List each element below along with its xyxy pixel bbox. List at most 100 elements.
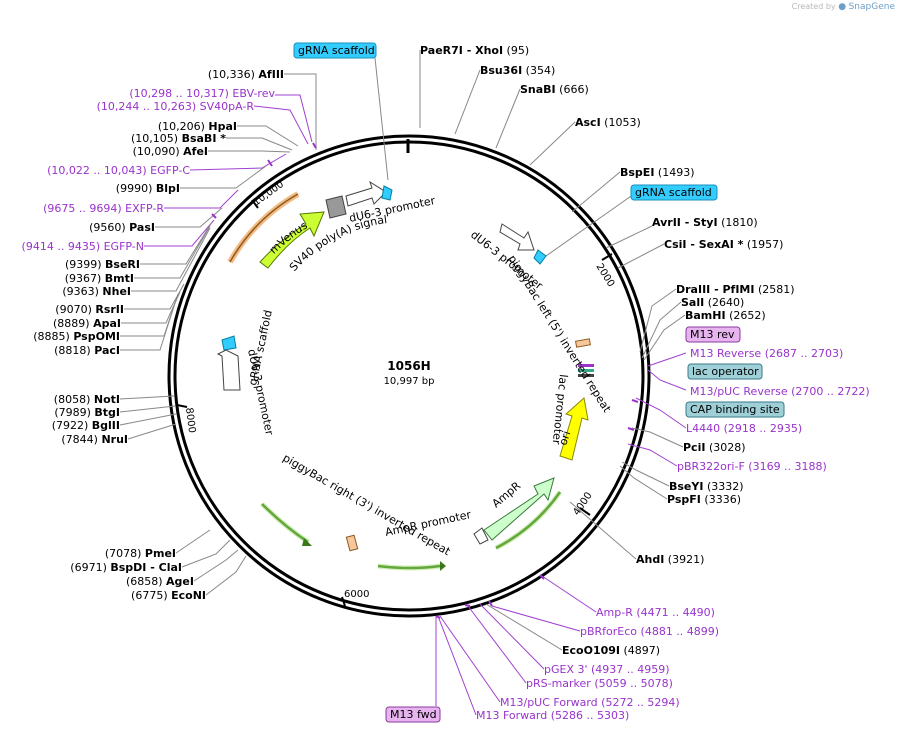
site-label-apai[interactable]: (8889) ApaI	[53, 317, 121, 330]
site-label-btgi[interactable]: (7989) BtgI	[54, 406, 120, 419]
snapgene-logo-icon: ●	[838, 2, 847, 12]
site-label-bspei[interactable]: BspEI (1493)	[620, 166, 695, 179]
site-name: PspOMI	[73, 330, 120, 343]
site-label-pmei[interactable]: (7078) PmeI	[105, 547, 176, 560]
site-label-m13-reverse[interactable]: M13 Reverse (2687 .. 2703)	[690, 347, 843, 360]
site-label-pbrforeco[interactable]: pBRforEco (4881 .. 4899)	[580, 625, 719, 638]
site-label-sv40pa-r[interactable]: (10,244 .. 10,263) SV40pA-R	[97, 100, 255, 113]
site-position: (5059 .. 5078)	[591, 677, 673, 690]
site-position: (10,105)	[131, 132, 182, 145]
site-name: M13 Reverse	[690, 347, 761, 360]
site-label-afei[interactable]: (10,090) AfeI	[133, 145, 208, 158]
feature-piggybac-left[interactable]	[575, 338, 591, 348]
site-label-l4440[interactable]: L4440 (2918 .. 2935)	[686, 422, 802, 435]
lac-operator-stripe-1	[578, 364, 594, 367]
site-label-blpi[interactable]: (9990) BlpI	[116, 182, 180, 195]
site-position: (2687 .. 2703)	[761, 347, 843, 360]
feature-grna-top[interactable]	[381, 185, 393, 201]
label-du6-promoter-left: dU6-3 promoter	[245, 348, 276, 437]
feature-grna-right[interactable]	[533, 249, 547, 265]
site-label-econi[interactable]: (6775) EcoNI	[131, 589, 206, 602]
site-label-csii-sexai[interactable]: CsiI - SexAI * (1957)	[664, 238, 783, 251]
site-label-pbr322ori-f[interactable]: pBR322ori-F (3169 .. 3188)	[677, 460, 827, 473]
site-label-m13-puc-reverse[interactable]: M13/pUC Reverse (2700 .. 2722)	[690, 385, 870, 398]
site-label-ebv-rev[interactable]: (10,298 .. 10,317) EBV-rev	[129, 87, 275, 100]
site-position: (10,090)	[133, 145, 184, 158]
feature-ampr-promoter[interactable]	[473, 527, 489, 545]
feature-du6-promoter-right[interactable]	[499, 223, 535, 251]
site-label-bsabi[interactable]: (10,105) BsaBI *	[131, 132, 226, 145]
site-label-ahdi[interactable]: AhdI (3921)	[636, 553, 704, 566]
tick-label-2000: 2000	[593, 262, 616, 289]
site-label-snabi[interactable]: SnaBI (666)	[520, 83, 589, 96]
lac-operator-stripe-2	[578, 369, 594, 372]
site-label-hpai[interactable]: (10,206) HpaI	[158, 120, 237, 133]
site-label-bmti[interactable]: (9367) BmtI	[65, 272, 134, 285]
feature-du6-promoter-top[interactable]	[345, 180, 387, 207]
site-name: EXFP-R	[125, 202, 164, 215]
leader-pbrforeco	[491, 605, 581, 632]
box-label-text: M13 rev	[690, 328, 735, 341]
site-label-exfp-r[interactable]: (9675 .. 9694) EXFP-R	[43, 202, 164, 215]
site-label-bseyi[interactable]: BseYI (3332)	[669, 480, 744, 493]
site-label-bsu36i[interactable]: Bsu36I (354)	[480, 64, 555, 77]
feature-du6-promoter-left[interactable]	[216, 349, 241, 391]
box-m13-fwd-5[interactable]: M13 fwd	[385, 706, 441, 723]
site-label-afiii[interactable]: (10,336) AfIII	[208, 68, 284, 81]
feature-grna-left[interactable]	[221, 335, 237, 351]
site-label-bglii[interactable]: (7922) BglII	[52, 419, 120, 432]
feature-lac-operator[interactable]	[578, 364, 594, 377]
leader-grna-scaffold-right	[545, 193, 635, 257]
site-label-ecoo109i[interactable]: EcoO109I (4897)	[562, 644, 660, 657]
site-label-pgex-3[interactable]: pGEX 3' (4937 .. 4959)	[544, 663, 670, 676]
primer-mark-pbrforeco	[488, 600, 493, 607]
feature-ampr-arrow[interactable]	[483, 477, 555, 541]
primer-mark-pgex3	[464, 604, 471, 607]
box-cap-binding-site-4[interactable]: CAP binding site	[685, 401, 785, 418]
site-label-noti[interactable]: (8058) NotI	[54, 393, 120, 406]
feature-ori-arrow[interactable]	[559, 397, 589, 461]
site-label-egfp-c[interactable]: (10,022 .. 10,043) EGFP-C	[47, 164, 190, 177]
feature-arc-ampr-outer	[495, 491, 562, 550]
site-label-rsrii[interactable]: (9070) RsrII	[55, 303, 124, 316]
site-label-avrii-styi[interactable]: AvrII - StyI (1810)	[652, 216, 758, 229]
site-label-pasi[interactable]: (9560) PasI	[89, 221, 155, 234]
site-name: BspDI - ClaI	[110, 561, 182, 574]
site-label-bseri[interactable]: (9399) BseRI	[65, 258, 140, 271]
site-label-pspomi[interactable]: (8885) PspOMI	[33, 330, 120, 343]
site-label-sali[interactable]: SalI (2640)	[681, 296, 744, 309]
site-label-bamhi[interactable]: BamHI (2652)	[685, 309, 766, 322]
site-label-m13-forward[interactable]: M13 Forward (5286 .. 5303)	[476, 709, 629, 722]
box-grna-scaffold-1[interactable]: gRNA scaffold	[630, 184, 718, 201]
site-label-nhei[interactable]: (9363) NheI	[62, 285, 131, 298]
site-label-paer7i-xhoi[interactable]: PaeR7I - XhoI (95)	[420, 44, 529, 57]
site-position: (9070)	[55, 303, 95, 316]
site-position: (2918 .. 2935)	[720, 422, 802, 435]
site-label-pspfi[interactable]: PspFI (3336)	[667, 493, 741, 506]
feature-arc-bottom-glow	[377, 563, 441, 571]
box-m13-rev-2[interactable]: M13 rev	[685, 326, 741, 343]
site-label-bspdi-clai[interactable]: (6971) BspDI - ClaI	[70, 561, 182, 574]
box-lac-operator-3[interactable]: lac operator	[687, 363, 763, 380]
feature-piggybac-right[interactable]	[345, 534, 359, 552]
site-label-pcii[interactable]: PciI (3028)	[683, 441, 746, 454]
site-position: (3332)	[703, 480, 743, 493]
site-label-paci[interactable]: (8818) PacI	[54, 344, 120, 357]
box-grna-scaffold-0[interactable]: gRNA scaffold	[293, 42, 377, 59]
site-label-amp-r[interactable]: Amp-R (4471 .. 4490)	[596, 606, 715, 619]
feature-sv40-polya[interactable]	[325, 195, 347, 219]
site-position: (5272 .. 5294)	[598, 696, 680, 709]
site-label-asci[interactable]: AscI (1053)	[575, 116, 641, 129]
leader-afiii	[284, 73, 317, 150]
primer-mark-amp-r	[539, 574, 545, 580]
site-label-m13-puc-forward[interactable]: M13/pUC Forward (5272 .. 5294)	[500, 696, 680, 709]
site-label-egfp-n[interactable]: (9414 .. 9435) EGFP-N	[22, 240, 144, 253]
feature-mvenus-arrow[interactable]	[259, 211, 325, 269]
site-label-prs-marker[interactable]: pRS-marker (5059 .. 5078)	[526, 677, 673, 690]
site-label-nrui[interactable]: (7844) NruI	[61, 433, 128, 446]
site-label-agei[interactable]: (6858) AgeI	[126, 575, 194, 588]
site-name: EGFP-N	[104, 240, 144, 253]
site-label-draiii-pfimi[interactable]: DraIII - PfIMI (2581)	[676, 283, 795, 296]
site-position: (7989)	[54, 406, 94, 419]
